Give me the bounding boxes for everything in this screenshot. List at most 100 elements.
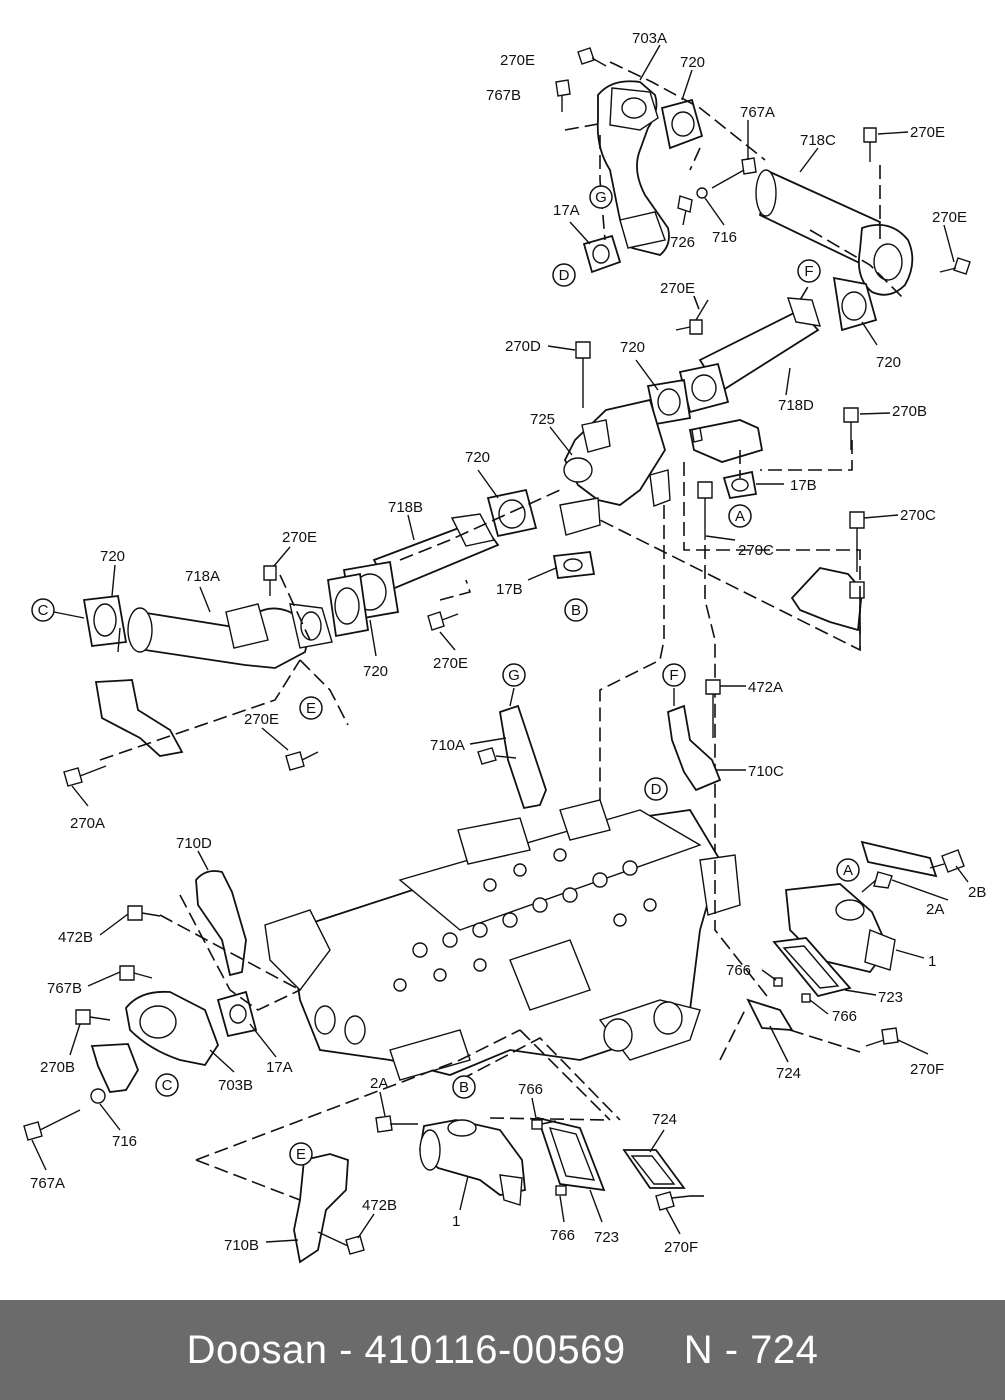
callout-D-top: D <box>552 263 576 287</box>
callout-G-bracket: G <box>502 663 526 687</box>
engine-head-details <box>393 848 657 992</box>
label-710A: 710A <box>430 737 465 754</box>
part-710B-bracket <box>293 1153 365 1264</box>
label-270B-left: 270B <box>40 1059 75 1076</box>
callout-F-bracket: F <box>662 663 686 687</box>
label-723-right: 723 <box>878 989 903 1006</box>
callout-G-top: G <box>589 185 613 209</box>
dash-lines-right-lower <box>714 860 861 1061</box>
footer-banner: Doosan - 410116-00569 N - 724 <box>0 1300 1005 1400</box>
label-17B-mid: 17B <box>496 581 523 598</box>
label-17A-left: 17A <box>266 1059 293 1076</box>
part-710D-bracket <box>195 870 247 977</box>
callout-C-left-text: C <box>38 602 49 619</box>
callout-F-bracket-text: F <box>669 667 678 684</box>
engine-cylinder-head <box>264 799 741 1081</box>
callout-A-egr-text: A <box>843 862 853 879</box>
part-724-plate-right <box>746 998 794 1032</box>
label-720-bottom-left: 720 <box>363 663 388 680</box>
part-720-gasket-718B <box>326 488 538 638</box>
label-767A-left: 767A <box>30 1175 65 1192</box>
bolts-bottom <box>375 1115 691 1211</box>
label-270C-right: 270C <box>900 507 936 524</box>
bolts-left-lower <box>23 905 161 1141</box>
leader-lines-mid <box>527 299 899 581</box>
exploded-parts-diagram: G D F A B C E G F D A C B E 703A 720 270… <box>23 30 986 1264</box>
part-720-gasket-left <box>82 595 128 647</box>
leader-lines-bottom <box>265 1091 681 1243</box>
label-703A-top: 703A <box>632 30 667 47</box>
label-725: 725 <box>530 411 555 428</box>
callout-F-top-text: F <box>804 263 813 280</box>
label-17B-right: 17B <box>790 477 817 494</box>
callout-E-bottom-text: E <box>296 1146 306 1163</box>
label-270E-mid: 270E <box>660 280 695 297</box>
footer-separator: - <box>327 1327 365 1372</box>
leader-lines-right-lower <box>761 865 969 1063</box>
label-270E-bottom: 270E <box>433 655 468 672</box>
label-1-right: 1 <box>928 953 936 970</box>
label-716-left: 716 <box>112 1133 137 1150</box>
leader-lines-top <box>569 44 955 263</box>
callout-C-bottom: C <box>155 1073 179 1097</box>
label-766-bottom: 766 <box>550 1227 575 1244</box>
label-720-left-mid: 720 <box>465 449 490 466</box>
leader-lines-left <box>53 469 499 807</box>
label-710C: 710C <box>748 763 784 780</box>
callout-B-mid-text: B <box>571 602 581 619</box>
callout-F-top: F <box>797 259 821 283</box>
callout-D-top-text: D <box>559 267 570 284</box>
part-17A-gasket-left <box>216 990 258 1038</box>
label-270E-top-right: 270E <box>910 124 945 141</box>
callout-A-egr: A <box>836 858 860 882</box>
part-723-gasket-bottom <box>536 1116 606 1192</box>
dash-lines-top <box>564 61 906 301</box>
bolts-mid <box>575 319 865 572</box>
label-726: 726 <box>670 234 695 251</box>
fittings-766-right <box>773 977 811 1003</box>
label-17A-top: 17A <box>553 202 580 219</box>
part-bracket-716 <box>90 1043 139 1104</box>
label-472B-left: 472B <box>58 929 93 946</box>
dash-lines-mid <box>599 269 861 940</box>
label-2A-right: 2A <box>926 901 944 918</box>
callout-D-engine: D <box>644 777 668 801</box>
label-270E-bottom-left: 270E <box>244 711 279 728</box>
label-716-top: 716 <box>712 229 737 246</box>
label-472B-bottom: 472B <box>362 1197 397 1214</box>
bolts-left <box>63 565 459 787</box>
dash-lines-left-lower <box>159 894 301 1011</box>
callout-C-bottom-text: C <box>162 1077 173 1094</box>
part-17B-gaskets <box>552 470 758 579</box>
label-723-bottom: 723 <box>594 1229 619 1246</box>
label-270E-far-right: 270E <box>932 209 967 226</box>
callout-G-bracket-text: G <box>508 667 520 684</box>
label-766-bottom-top: 766 <box>518 1081 543 1098</box>
label-703B: 703B <box>218 1077 253 1094</box>
label-2A-bottom: 2A <box>370 1075 388 1092</box>
part-723-gasket-right <box>772 937 852 998</box>
callout-B-bottom: B <box>452 1075 476 1099</box>
footer-ref: N - 724 <box>683 1327 819 1372</box>
label-270A: 270A <box>70 815 105 832</box>
label-2B: 2B <box>968 884 986 901</box>
dash-lines-bottom <box>195 1029 708 1201</box>
label-270E-top-left: 270E <box>500 52 535 69</box>
label-718C: 718C <box>800 132 836 149</box>
part-bracket-270A <box>94 679 184 757</box>
footer-brand: Doosan <box>186 1327 328 1372</box>
part-17A-gasket-top <box>582 234 622 274</box>
label-724-bottom: 724 <box>652 1111 677 1128</box>
part-720-gasket-top <box>660 98 704 150</box>
label-766-right-bottom: 766 <box>832 1008 857 1025</box>
label-767A-top: 767A <box>740 104 775 121</box>
label-270B-right: 270B <box>892 403 927 420</box>
part-718C-pipe <box>755 169 914 296</box>
label-767B-left: 767B <box>47 980 82 997</box>
label-767B-top: 767B <box>486 87 521 104</box>
label-270F-right: 270F <box>910 1061 944 1078</box>
callout-B-mid: B <box>564 598 588 622</box>
footer-part-number: 410116-00569 <box>364 1327 626 1372</box>
label-718A: 718A <box>185 568 220 585</box>
bolts-top <box>555 47 971 275</box>
